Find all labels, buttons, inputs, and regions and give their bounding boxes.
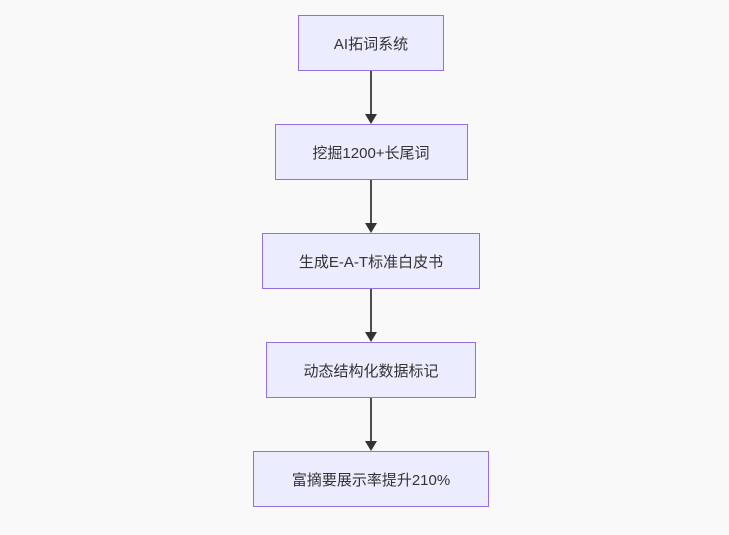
edge-line [370,71,372,114]
flow-edge-2 [365,180,377,233]
edge-line [370,398,372,441]
flow-node-ai-keyword-system: AI拓词系统 [298,15,444,71]
arrowhead-down-icon [365,223,377,233]
arrowhead-down-icon [365,441,377,451]
flow-edge-4 [365,398,377,451]
arrowhead-down-icon [365,332,377,342]
edge-line [370,289,372,332]
arrowhead-down-icon [365,114,377,124]
flow-node-label: 生成E-A-T标准白皮书 [298,253,444,271]
flow-node-structured-data: 动态结构化数据标记 [266,342,476,398]
flow-node-eat-whitepaper: 生成E-A-T标准白皮书 [262,233,480,289]
flow-node-label: 动态结构化数据标记 [303,362,439,380]
flow-node-label: 挖掘1200+长尾词 [312,144,430,162]
flow-node-rich-snippet-rate: 富摘要展示率提升210% [253,451,489,507]
edge-line [370,180,372,223]
flowchart: AI拓词系统 挖掘1200+长尾词 生成E-A-T标准白皮书 动态结构化数据标记 [253,15,489,507]
flow-edge-3 [365,289,377,342]
flow-node-label: 富摘要展示率提升210% [291,471,451,489]
flow-node-label: AI拓词系统 [333,35,409,53]
flow-edge-1 [365,71,377,124]
flow-node-longtail-mining: 挖掘1200+长尾词 [274,124,468,180]
